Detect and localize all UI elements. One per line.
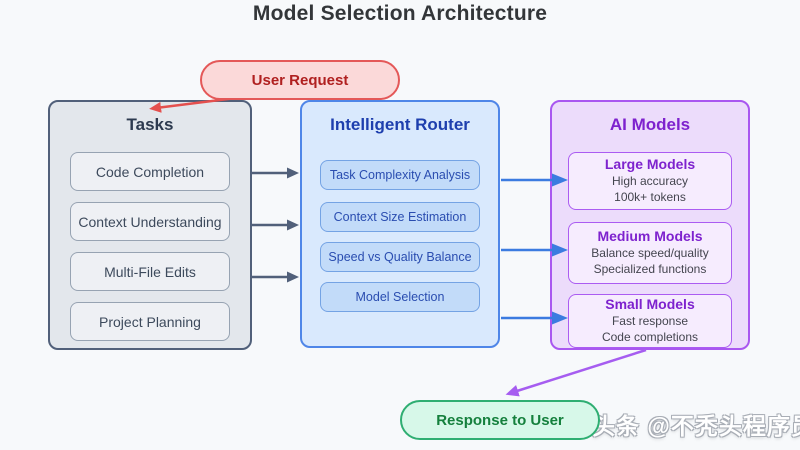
toutiao-watermark: 头条 @不秃头程序员 bbox=[592, 413, 800, 439]
router-node-model-selection: Model Selection bbox=[320, 282, 480, 312]
router-node-context-size: Context Size Estimation bbox=[320, 202, 480, 232]
tasks-panel: Tasks Code Completion Context Understand… bbox=[48, 100, 252, 350]
router-panel: Intelligent Router Task Complexity Analy… bbox=[300, 100, 500, 348]
large-models-name: Large Models bbox=[604, 156, 696, 173]
router-node-speed-quality: Speed vs Quality Balance bbox=[320, 242, 480, 272]
response-node: Response to User bbox=[400, 400, 600, 440]
user-request-label: User Request bbox=[251, 71, 349, 89]
task-node-context-understanding: Context Understanding bbox=[70, 202, 230, 241]
task-node-code-completion: Code Completion bbox=[70, 152, 230, 191]
small-models-desc-2: Code completions bbox=[601, 330, 699, 344]
medium-models-name: Medium Models bbox=[597, 228, 703, 245]
user-request-node: User Request bbox=[200, 60, 400, 100]
models-panel: AI Models Large Models High accuracy 100… bbox=[550, 100, 750, 350]
model-node-medium: Medium Models Balance speed/quality Spec… bbox=[568, 222, 732, 284]
medium-models-desc-2: Specialized functions bbox=[593, 262, 707, 276]
arrow-models-to-response bbox=[505, 348, 647, 397]
tasks-panel-title: Tasks bbox=[126, 115, 174, 134]
large-models-desc-2: 100k+ tokens bbox=[614, 190, 686, 204]
router-node-task-complexity: Task Complexity Analysis bbox=[320, 160, 480, 190]
task-node-project-planning: Project Planning bbox=[70, 302, 230, 341]
small-models-desc-1: Fast response bbox=[611, 314, 689, 329]
task-node-multi-file-edits: Multi-File Edits bbox=[70, 252, 230, 291]
medium-models-desc-1: Balance speed/quality bbox=[591, 246, 709, 261]
models-panel-title: AI Models bbox=[609, 115, 691, 134]
large-models-desc-1: High accuracy bbox=[611, 174, 689, 189]
router-panel-title: Intelligent Router bbox=[330, 115, 470, 134]
response-label: Response to User bbox=[436, 411, 564, 429]
model-node-small: Small Models Fast response Code completi… bbox=[568, 294, 732, 348]
model-node-large: Large Models High accuracy 100k+ tokens bbox=[568, 152, 732, 210]
diagram-title: Model Selection Architecture bbox=[252, 2, 548, 25]
small-models-name: Small Models bbox=[605, 296, 695, 313]
